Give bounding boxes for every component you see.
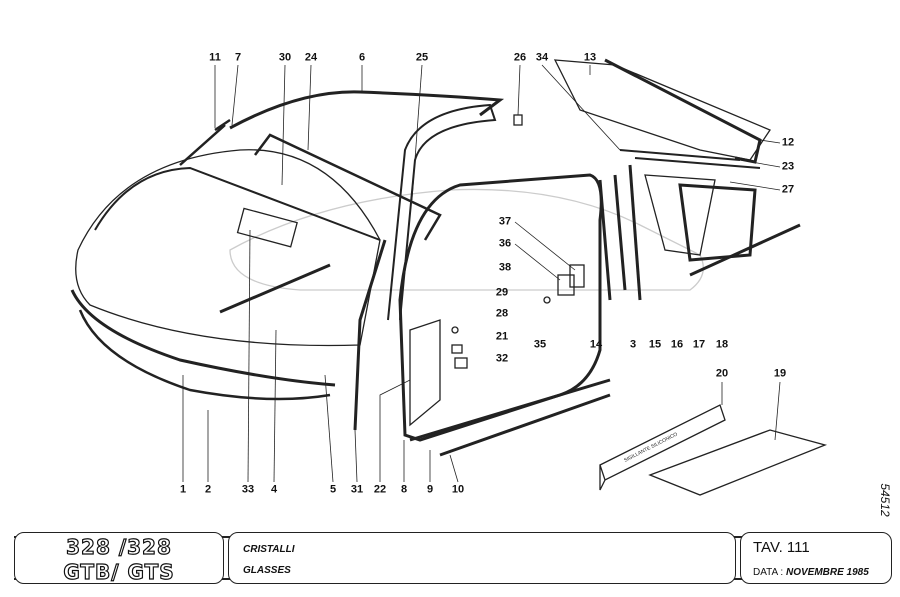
quarter-frame: [678, 183, 757, 262]
tav-number: 111: [786, 539, 810, 556]
rear-strip: [619, 149, 761, 169]
screw: [543, 296, 551, 304]
callout-36: 36: [498, 237, 512, 250]
table-box: TAV. 111 DATA : NOVEMBRE 1985: [740, 532, 892, 584]
callout-17: 17: [692, 338, 706, 351]
title-italian: CRISTALLI: [243, 544, 295, 555]
vent-strip: [598, 174, 627, 301]
callout-33: 33: [241, 483, 255, 496]
callout-25: 25: [415, 51, 429, 64]
callout-6: 6: [358, 51, 366, 64]
upper-trim: [94, 166, 381, 241]
parts-diagram: SIGILLANTE SILICONICO: [70, 58, 828, 496]
callout-8: 8: [400, 483, 408, 496]
callout-16: 16: [670, 338, 684, 351]
callout-34: 34: [535, 51, 549, 64]
header-trim: [254, 133, 442, 241]
lower-strip: [219, 263, 331, 314]
rear-seal: [604, 58, 762, 164]
leader-lines: [182, 64, 781, 483]
model-line-1: 328 /328: [66, 535, 172, 559]
callout-2: 2: [204, 483, 212, 496]
date-label: DATA :: [753, 567, 784, 578]
mirror: [236, 207, 298, 248]
hinge-plate-2: [569, 264, 585, 288]
callout-4: 4: [270, 483, 278, 496]
callout-20: 20: [715, 367, 729, 380]
callout-21: 21: [495, 330, 509, 343]
callout-18: 18: [715, 338, 729, 351]
a-pillar-seal: [353, 239, 387, 431]
drawing-code: 54512: [878, 483, 892, 517]
callout-15: 15: [648, 338, 662, 351]
windshield-trim: [78, 309, 331, 401]
model-line-2: GTB/ GTS: [63, 560, 175, 584]
callout-28: 28: [495, 307, 509, 320]
quarter-glass: [644, 174, 716, 256]
title-english: GLASSES: [243, 565, 291, 576]
sealant-box: [599, 404, 726, 491]
callout-11: 11: [209, 51, 221, 64]
callout-1: 1: [179, 483, 187, 496]
callout-13: 13: [583, 51, 597, 64]
tav-label: TAV.: [753, 539, 783, 556]
callout-27: 27: [781, 183, 795, 196]
pillar-seal-left: [179, 118, 231, 166]
callout-26: 26: [513, 51, 527, 64]
date-value: NOVEMBRE 1985: [785, 567, 869, 578]
callout-23: 23: [781, 160, 795, 173]
door-frame: [398, 173, 603, 442]
callout-30: 30: [278, 51, 292, 64]
table-number: TAV. 111: [753, 539, 810, 556]
windshield-seal: [70, 289, 336, 387]
callout-24: 24: [304, 51, 318, 64]
callout-22: 22: [373, 483, 387, 496]
callout-3: 3: [629, 338, 637, 351]
callout-9: 9: [426, 483, 434, 496]
hinge-plate: [557, 274, 575, 296]
callout-19: 19: [773, 367, 787, 380]
title-block: 328 /328 GTB/ GTS CRISTALLI GLASSES TAV.…: [14, 530, 892, 586]
roof-seal: [229, 90, 505, 130]
wiper-kit: [648, 429, 828, 496]
title-box: CRISTALLI GLASSES: [228, 532, 736, 584]
quarter-plate: [409, 319, 441, 427]
clip-32: [454, 357, 468, 369]
callout-38: 38: [498, 261, 512, 274]
plug: [451, 344, 463, 354]
callout-7: 7: [234, 51, 242, 64]
callout-37: 37: [498, 215, 512, 228]
belt-strip: [689, 223, 801, 277]
grommet: [451, 326, 459, 334]
date: DATA : NOVEMBRE 1985: [753, 567, 869, 578]
model-box: 328 /328 GTB/ GTS: [14, 532, 224, 584]
callout-5: 5: [329, 483, 337, 496]
callout-35: 35: [533, 338, 547, 351]
rear-glass: [553, 59, 771, 161]
door-sill: [409, 378, 611, 457]
quarter-seal: [628, 164, 642, 301]
car-silhouette: [229, 188, 704, 291]
callout-14: 14: [589, 338, 603, 351]
callout-29: 29: [495, 286, 509, 299]
callout-32: 32: [495, 352, 509, 365]
clip: [513, 114, 523, 126]
door-pillar: [387, 103, 497, 321]
windshield-glass: [75, 149, 381, 347]
callout-10: 10: [451, 483, 465, 496]
callout-31: 31: [350, 483, 364, 496]
callout-12: 12: [781, 136, 795, 149]
